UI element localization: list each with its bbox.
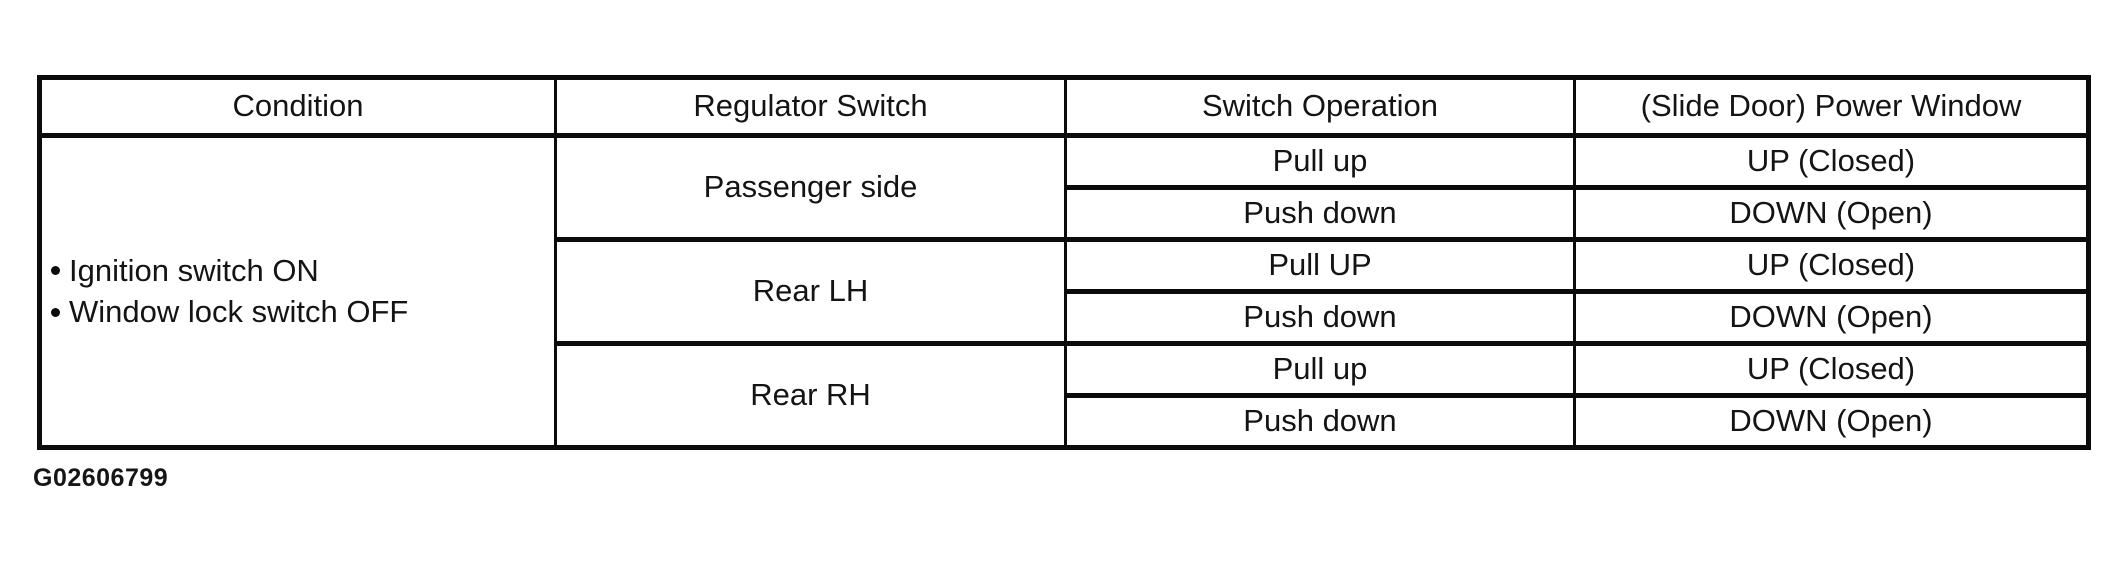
cell-switch-operation: Push down — [1064, 289, 1576, 346]
bullet-icon — [51, 307, 60, 317]
bullet-icon — [51, 266, 60, 276]
cell-power-window: DOWN (Open) — [1573, 185, 2090, 242]
condition-item-label: Ignition switch ON — [69, 252, 319, 288]
cell-switch-operation: Push down — [1064, 185, 1576, 242]
cell-regulator-rear-lh: Rear LH — [554, 237, 1067, 346]
table-row: Push down DOWN (Open) — [40, 393, 2090, 450]
cell-regulator-rear-rh: Rear RH — [554, 341, 1067, 450]
table-row: Push down DOWN (Open) — [40, 289, 2090, 346]
table-header-row: Condition Regulator Switch Switch Operat… — [38, 75, 2090, 138]
cell-switch-operation: Push down — [1064, 393, 1576, 450]
cell-condition: Ignition switch ON Window lock switch OF… — [38, 133, 557, 450]
condition-item: Window lock switch OFF — [51, 294, 554, 329]
header-switch-operation: Switch Operation — [1064, 75, 1576, 138]
condition-item-label: Window lock switch OFF — [69, 294, 409, 329]
cell-power-window: UP (Closed) — [1573, 133, 2090, 190]
cell-power-window: DOWN (Open) — [1573, 289, 2090, 346]
table-row: Rear LH Pull UP UP (Closed) — [40, 237, 2090, 346]
power-window-operation-table: Condition Regulator Switch Switch Operat… — [37, 75, 2091, 450]
cell-switch-operation: Pull up — [1064, 341, 1576, 398]
table-row: Ignition switch ON Window lock switch OF… — [38, 133, 2090, 450]
cell-power-window: UP (Closed) — [1573, 237, 2090, 294]
condition-item: Ignition switch ON — [51, 252, 554, 288]
cell-regulator-passenger-side: Passenger side — [554, 133, 1067, 242]
cell-power-window: UP (Closed) — [1573, 341, 2090, 398]
cell-power-window: DOWN (Open) — [1573, 393, 2090, 450]
cell-switch-operation: Pull UP — [1064, 237, 1576, 294]
table-row: Push down DOWN (Open) — [40, 185, 2090, 242]
header-regulator-switch: Regulator Switch — [554, 75, 1067, 138]
figure-code: G02606799 — [33, 464, 169, 492]
table-row: Rear RH Pull up UP (Closed) — [40, 341, 2090, 450]
cell-switch-operation: Pull up — [1064, 133, 1576, 190]
header-power-window: (Slide Door) Power Window — [1573, 75, 2090, 138]
header-condition: Condition — [38, 75, 557, 138]
